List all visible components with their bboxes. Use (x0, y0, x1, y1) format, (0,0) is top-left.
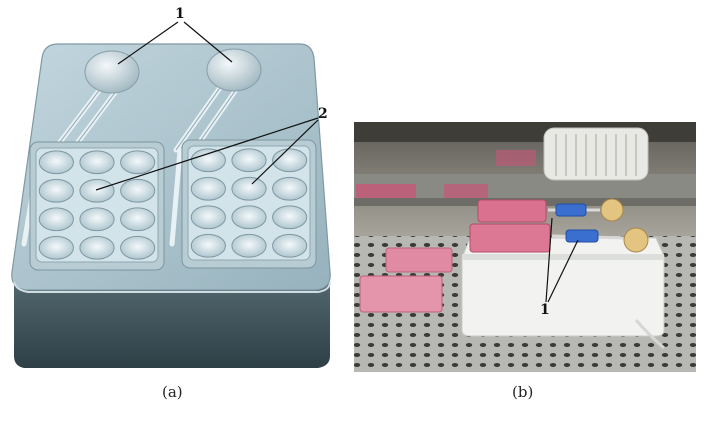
well (79, 150, 115, 175)
dome-left (84, 50, 140, 94)
well (120, 178, 156, 203)
well (120, 150, 156, 175)
plate-body (187, 145, 311, 261)
well (79, 207, 115, 232)
panel-b-label: (b) (512, 383, 534, 401)
well (38, 150, 74, 175)
plate-stack-mid (469, 223, 551, 253)
well (38, 207, 74, 232)
callout-1-a: 1 (175, 6, 185, 22)
well (79, 178, 115, 203)
well (190, 233, 226, 258)
callout-2-a: 2 (318, 106, 328, 122)
well (120, 235, 156, 260)
well (272, 205, 308, 230)
callout-lines-a (95, 21, 319, 191)
well (231, 233, 267, 258)
connector-top (548, 198, 624, 222)
dome-right (206, 48, 262, 92)
device-front-face (14, 282, 330, 368)
well (272, 233, 308, 258)
well (120, 207, 156, 232)
well (190, 148, 226, 173)
well (38, 178, 74, 203)
well (272, 176, 308, 201)
plate-loose-front (359, 275, 443, 313)
connector-bottom (551, 227, 649, 253)
well (190, 205, 226, 230)
device-top-edge (13, 281, 331, 293)
white-box (461, 237, 665, 337)
panel-a-device (11, 21, 331, 368)
well-plate-left (29, 141, 165, 271)
well (231, 205, 267, 230)
callout-lines-b (545, 217, 579, 303)
plate-body (35, 147, 159, 263)
well (231, 176, 267, 201)
panel-b-photo (354, 122, 696, 372)
plate-stack-top (477, 199, 547, 223)
well (79, 235, 115, 260)
callout-1-b: 1 (540, 302, 550, 318)
well-plate-right (181, 139, 317, 269)
panel-a-label: (a) (162, 383, 183, 401)
well (231, 148, 267, 173)
well (272, 148, 308, 173)
well (38, 235, 74, 260)
plate-loose-back (385, 247, 453, 273)
well (190, 176, 226, 201)
